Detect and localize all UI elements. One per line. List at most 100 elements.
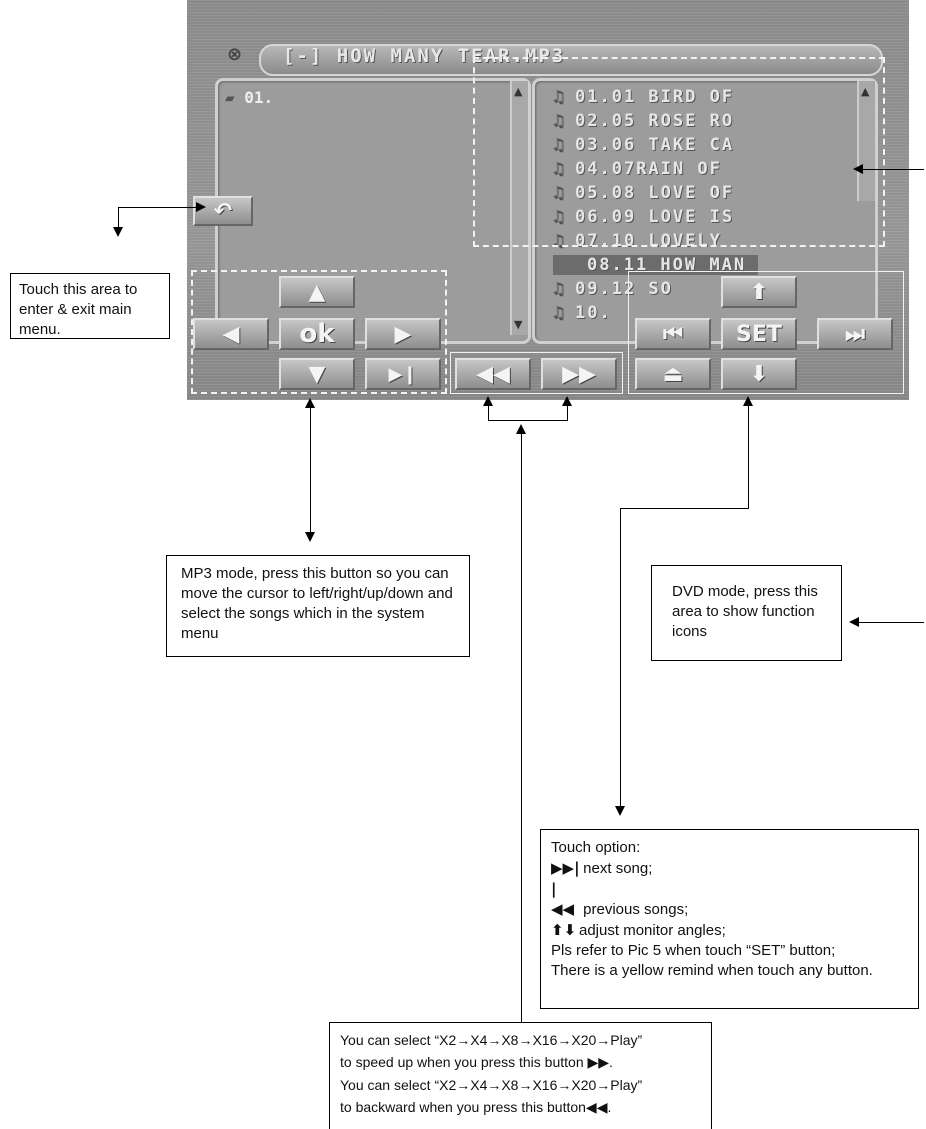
speed-note: You can select “X2→X4→X8→X16→X20→Play” t… [329, 1022, 712, 1129]
fast-forward-button[interactable]: ▶▶ [541, 358, 617, 390]
music-file-icon: ♫ [553, 111, 564, 131]
arrow-head [196, 202, 206, 212]
connector-line [858, 622, 924, 623]
left-button[interactable]: ◀ [193, 318, 269, 350]
song-list-item[interactable]: ♫05.08 LOVE OF [553, 183, 734, 203]
main-menu-note: Touch this area to enter & exit main men… [10, 273, 170, 339]
touch-option-note: Touch option: ▶▶| next song; |◀◀ previou… [540, 829, 919, 1009]
down-button[interactable]: ▼ [279, 358, 355, 390]
song-label: 02.05 ROSE RO [575, 111, 735, 131]
song-list-item[interactable]: ♫ 03.06 TAKE CA [553, 135, 734, 155]
connector-line [521, 432, 522, 1062]
speed-line-3: You can select “X2→X4→X8→X16→X20→Play” [340, 1077, 643, 1093]
folder-icon: ▰ [225, 88, 235, 107]
song-list-item[interactable]: ♫ 04.07RAIN OF [553, 159, 722, 179]
rewind-icon: ◀◀ [476, 361, 510, 387]
speed-line-1: You can select “X2→X4→X8→X16→X20→Play” [340, 1032, 643, 1048]
speed-line-2-text: to speed up when you press this button [340, 1054, 584, 1070]
music-file-icon: ♫ [553, 231, 564, 251]
song-label: 04.07RAIN OF [575, 159, 722, 179]
up-down-arrows-icon: ⬆⬇ [551, 921, 577, 939]
rewind-button[interactable]: ◀◀ [455, 358, 531, 390]
music-file-icon: ♫ [553, 135, 564, 155]
function-control-outline [628, 271, 904, 394]
disc-icon: ⊗ [227, 44, 243, 65]
music-file-icon: ♫ [553, 303, 564, 323]
rewind-icon: ◀◀ [585, 1100, 608, 1116]
ok-button[interactable]: ok [279, 318, 355, 350]
connector-line [862, 169, 924, 170]
song-list-item[interactable]: ♫ 02.05 ROSE RO [553, 111, 734, 131]
angle-down-button[interactable]: ⬇ [721, 358, 797, 390]
song-list-item[interactable]: ♫10. [553, 303, 612, 323]
song-label: 06.09 LOVE IS [575, 207, 735, 227]
speed-line-4: to backward when you press this button◀◀… [340, 1099, 612, 1116]
arrow-head [849, 617, 859, 627]
song-list-item[interactable]: ♫ 06.09 LOVE IS [553, 207, 734, 227]
right-arrow-icon: ▶ [394, 321, 412, 347]
song-list-item[interactable]: 08.11 HOW MAN [553, 255, 759, 275]
cursor-control-outline [191, 270, 447, 394]
return-icon: ↶ [213, 198, 233, 224]
next-button[interactable]: ⏭ [817, 318, 893, 350]
eject-icon: ⏏ [662, 361, 684, 387]
angle-text: adjust monitor angles; [579, 922, 726, 939]
song-label: 03.06 TAKE CA [575, 135, 735, 155]
previous-icon: |◀◀ [551, 880, 575, 918]
connector-line [488, 420, 568, 421]
fast-forward-icon: ▶▶ [587, 1055, 610, 1071]
music-file-icon: ♫ [553, 159, 564, 179]
song-label: 08.11 HOW MAN [587, 255, 747, 275]
connector-line [567, 404, 568, 420]
up-arrow-icon: ▲ [308, 279, 326, 305]
music-file-icon: ♫ [553, 279, 564, 299]
connector-line [620, 508, 621, 808]
arrow-head [743, 396, 753, 406]
arrow-head [853, 164, 863, 174]
dvd-mode-note: DVD mode, press this area to show functi… [651, 565, 842, 661]
play-pause-button[interactable]: ▶❙ [365, 358, 441, 390]
now-playing-title: [-] HOW MANY TEAR.MP3 [283, 45, 566, 67]
scroll-down-icon: ▼ [514, 318, 523, 331]
song-label: 05.08 LOVE OF [575, 183, 735, 203]
right-button[interactable]: ▶ [365, 318, 441, 350]
next-icon: ▶▶| [551, 859, 580, 877]
previous-icon: ⏮ [663, 321, 683, 347]
down-arrow-icon: ▼ [308, 361, 326, 387]
eject-button[interactable]: ⏏ [635, 358, 711, 390]
dvd-touch-area-outline [473, 57, 885, 247]
song-list-item[interactable]: ♫ 01.01 BIRD OF [553, 87, 734, 107]
angle-up-button[interactable]: ⬆ [721, 276, 797, 308]
song-label: 01.01 BIRD OF [575, 87, 735, 107]
next-song-item: ▶▶| next song; [551, 858, 908, 879]
next-song-text: next song; [583, 860, 653, 877]
scroll-up-icon: ▲ [514, 85, 523, 98]
speed-line-2: to speed up when you press this button ▶… [340, 1054, 613, 1071]
set-button[interactable]: SET [721, 318, 797, 350]
left-arrow-icon: ◀ [222, 321, 240, 347]
arrow-head [615, 806, 625, 816]
scroll-up-icon: ▲ [861, 85, 870, 98]
next-icon: ⏭ [845, 321, 865, 347]
arrow-head [305, 398, 315, 408]
arrow-head [516, 424, 526, 434]
play-pause-icon: ▶❙ [388, 363, 418, 385]
folder-item[interactable]: ▰ 01. [225, 88, 273, 107]
song-list-panel[interactable]: ▲ ♫ 01.01 BIRD OF ♫ 02.05 ROSE RO ♫ 03.06 TAK… [532, 78, 878, 344]
previous-song-item: |◀◀ previous songs; [551, 879, 908, 920]
connector-line [748, 404, 749, 508]
song-list-item[interactable]: ♫ 09.12 SO [553, 279, 673, 299]
folder-label: 01. [244, 88, 274, 107]
folder-scrollbar[interactable]: ▲ ▼ [510, 81, 528, 335]
angle-down-icon: ⬇ [749, 361, 769, 387]
song-label: 09.12 SO [575, 279, 673, 299]
speed-line-4-text: to backward when you press this button [340, 1099, 586, 1115]
angle-item: ⬆⬇adjust monitor angles; [551, 920, 908, 941]
up-button[interactable]: ▲ [279, 276, 355, 308]
music-file-icon: ♫ [553, 87, 564, 107]
set-note-text: Pls refer to Pic 5 when touch “SET” butt… [551, 942, 836, 959]
connector-line [118, 207, 196, 208]
return-button[interactable]: ↶ [193, 196, 253, 226]
previous-button[interactable]: ⏮ [635, 318, 711, 350]
music-file-icon: ♫ [553, 207, 564, 227]
